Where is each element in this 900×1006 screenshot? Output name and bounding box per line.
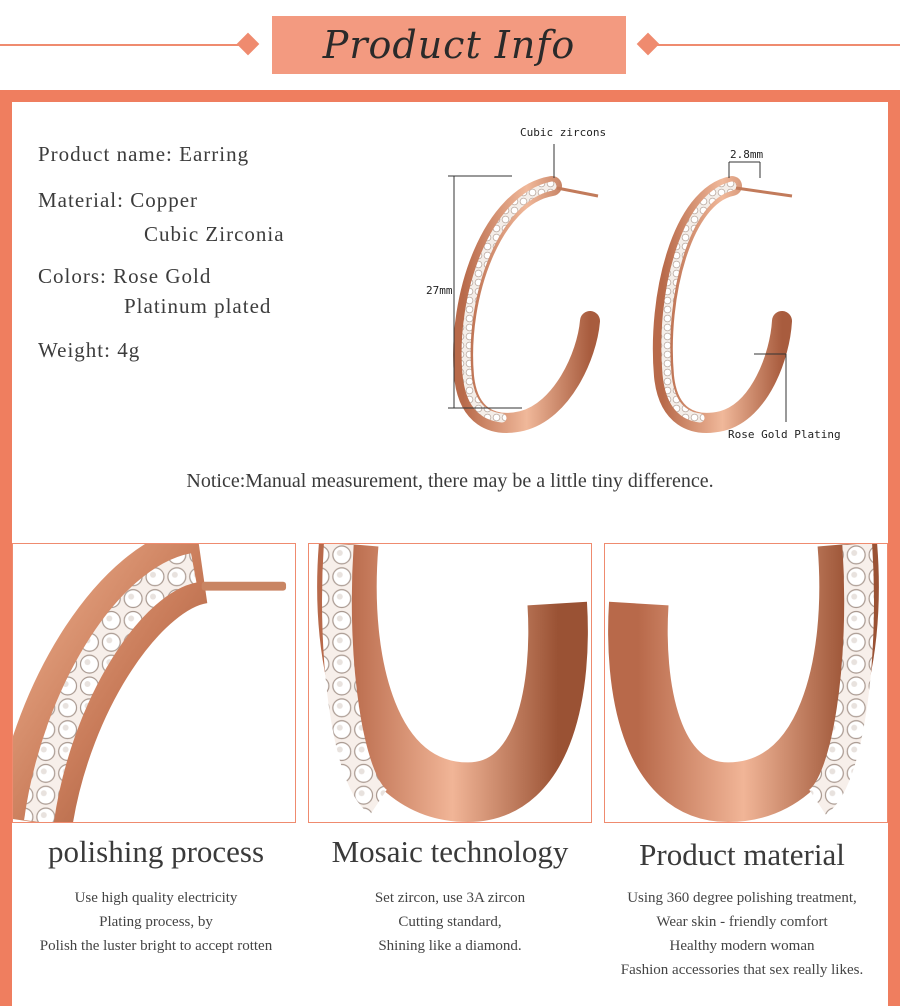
content-panel: Product name: Earring Material: Copper C… <box>12 102 888 1006</box>
feature-line: Using 360 degree polishing treatment, <box>627 890 857 906</box>
feature-desc-mosaic: Set zircon, use 3A zircon Cutting standa… <box>300 886 600 958</box>
zircons-label: Cubic zircons <box>520 126 606 139</box>
title-banner: Product Info <box>272 16 626 74</box>
material: Material: Copper <box>38 188 199 212</box>
feature-line: Plating process, by <box>99 914 213 930</box>
earring-side-view <box>652 176 793 433</box>
colors: Colors: Rose Gold <box>38 264 212 288</box>
plating-label: Rose Gold Plating <box>728 428 841 441</box>
feature-title-material: Product material <box>639 837 845 872</box>
photo-polishing <box>12 543 296 823</box>
material-secondary: Cubic Zirconia <box>144 222 285 246</box>
product-name: Product name: Earring <box>38 142 250 166</box>
photo-mosaic <box>308 543 592 823</box>
feature-line: Fashion accessories that sex really like… <box>620 962 864 978</box>
earring-front-view <box>453 176 600 433</box>
earring-diagram: 27mm Cubic zircons 2.8mm Rose Gold Plati… <box>402 116 862 461</box>
feature-line: Healthy modern woman <box>669 938 815 954</box>
feature-desc-material: Using 360 degree polishing treatment, We… <box>592 886 892 982</box>
photo-material <box>604 543 888 823</box>
colors-secondary: Platinum plated <box>124 294 272 318</box>
content-frame: Product name: Earring Material: Copper C… <box>0 90 900 1006</box>
feature-line: Cutting standard, <box>398 914 502 930</box>
header-line-right <box>652 44 900 46</box>
earring-closeup-bottom-right <box>608 544 879 822</box>
height-label: 27mm <box>426 284 453 297</box>
earring-closeup-bottom-left <box>317 544 588 822</box>
feature-line: Shining like a diamond. <box>378 938 522 954</box>
width-label: 2.8mm <box>730 148 763 161</box>
earring-closeup-top <box>13 544 287 822</box>
feature-line: Use high quality electricity <box>74 890 238 906</box>
weight: Weight: 4g <box>38 338 141 362</box>
feature-title-polishing: polishing process <box>47 834 265 869</box>
notice-text: Notice:Manual measurement, there may be … <box>186 470 714 492</box>
page-title: Product Info <box>322 23 576 67</box>
feature-line: Polish the luster bright to accept rotte… <box>39 938 273 954</box>
feature-line: Set zircon, use 3A zircon <box>374 890 526 906</box>
header-line-left <box>0 44 252 46</box>
header: Product Info <box>0 0 900 92</box>
feature-line: Wear skin - friendly comfort <box>656 914 828 930</box>
earring-diagram-svg: 27mm Cubic zircons 2.8mm Rose Gold Plati… <box>426 126 841 441</box>
feature-title-mosaic: Mosaic technology <box>331 834 569 869</box>
diamond-icon <box>236 32 260 56</box>
feature-desc-polishing: Use high quality electricity Plating pro… <box>6 886 306 958</box>
